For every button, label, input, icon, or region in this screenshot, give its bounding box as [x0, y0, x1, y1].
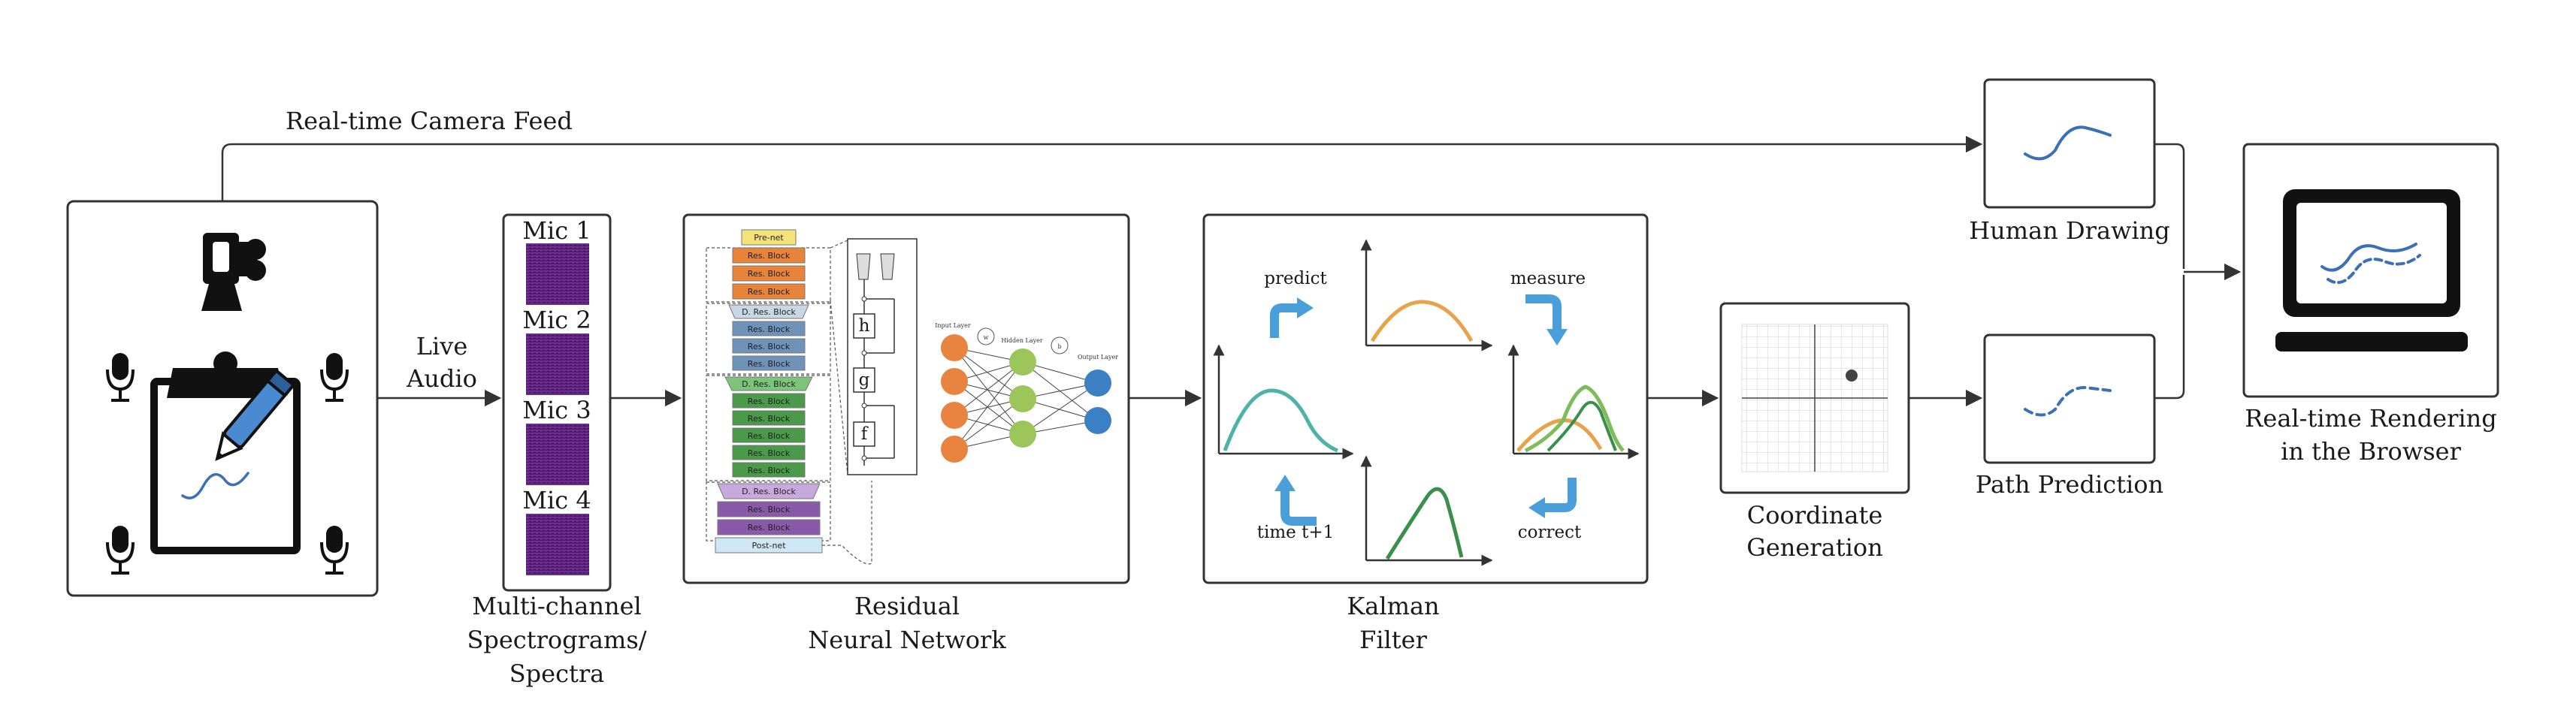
kalman-caption-1: Kalman	[1347, 592, 1439, 620]
kalman-predict-plot	[1360, 239, 1493, 351]
resnet-caption-2: Neural Network	[808, 626, 1006, 654]
res-block-label: Res. Block	[748, 414, 791, 424]
measure-label: measure	[1510, 269, 1586, 288]
res-block-label: Res. Block	[748, 287, 791, 297]
coordinate-point	[1846, 370, 1858, 382]
input-layer-label: Input Layer	[935, 322, 971, 329]
res-block-label: Res. Block	[748, 251, 791, 261]
spectrogram-panel: Mic 1 Mic 2 Mic 3 Mic 4 Multi-channel Sp…	[467, 213, 647, 688]
res-block-label: Res. Block	[748, 359, 791, 369]
kalman-prior-plot	[1213, 344, 1354, 460]
post-net-label: Post-net	[751, 541, 786, 551]
rendering-caption-2: in the Browser	[2281, 437, 2461, 466]
human-drawing-label: Human Drawing	[1969, 216, 2169, 245]
path-prediction-label: Path Prediction	[1976, 470, 2163, 499]
spectrogram-caption-3: Spectra	[509, 659, 605, 688]
neural-network-illustration: Input Layer Hidden Layer Output Layer w …	[935, 322, 1118, 463]
output-layer-label: Output Layer	[1078, 354, 1118, 361]
g-function-label: g	[859, 370, 870, 390]
microphone-icon	[106, 526, 135, 575]
spectrogram-1	[526, 243, 589, 305]
spectrogram-3	[526, 424, 589, 485]
resnet-caption-1: Residual	[854, 592, 960, 620]
weight-label: w	[984, 334, 989, 341]
spectrogram-caption-1: Multi-channel	[472, 592, 642, 620]
d-res-block-label: D. Res. Block	[742, 379, 796, 389]
live-audio-label-1: Live	[416, 332, 468, 361]
spectrogram-2	[526, 333, 589, 395]
kalman-panel: predict measure correct time t+1 Kalman …	[1202, 213, 1649, 654]
res-block-label: Res. Block	[748, 431, 791, 441]
res-block-label: Res. Block	[748, 397, 791, 406]
measure-arrow-icon	[1525, 294, 1568, 345]
h-function-label: h	[859, 316, 870, 336]
predict-arrow-icon	[1270, 297, 1314, 338]
microphone-icon	[106, 353, 135, 402]
coordinate-panel: Coordinate Generation	[1719, 302, 1910, 562]
kalman-update-plot	[1507, 344, 1640, 460]
pre-net-label: Pre-net	[754, 233, 784, 243]
res-block-label: Res. Block	[748, 324, 791, 334]
res-block-label: Res. Block	[748, 466, 791, 475]
mic-2-label: Mic 2	[522, 306, 591, 334]
rendering-caption-1: Real-time Rendering	[2245, 404, 2496, 433]
spectrogram-caption-2: Spectrograms/	[467, 626, 646, 654]
merge-connector	[2154, 143, 2242, 400]
d-res-block-label: D. Res. Block	[742, 487, 796, 496]
res-block-label: Res. Block	[748, 342, 791, 351]
res-block-label: Res. Block	[748, 505, 791, 514]
resnet-panel: Pre-net Res. Block Res. Block Res. Block…	[682, 213, 1130, 654]
live-audio-connector: Live Audio	[377, 332, 502, 407]
coordinate-caption-1: Coordinate	[1747, 501, 1883, 529]
res-block-label: Res. Block	[748, 269, 791, 279]
res-block-label: Res. Block	[748, 523, 791, 532]
time-step-label: time t+1	[1257, 523, 1334, 542]
res-block-label: Res. Block	[748, 448, 791, 458]
microphone-icon	[320, 526, 349, 575]
camera-feed-label: Real-time Camera Feed	[286, 107, 573, 135]
recording-station	[66, 200, 379, 597]
bias-label: b	[1057, 343, 1061, 350]
hidden-layer-label: Hidden Layer	[1001, 337, 1043, 344]
correct-arrow-icon	[1528, 478, 1577, 518]
correct-label: correct	[1518, 523, 1582, 542]
green-res-blocks: Res. Block Res. Block Res. Block Res. Bl…	[732, 393, 806, 478]
coordinate-caption-2: Generation	[1746, 533, 1882, 562]
residual-block-detail: h g f	[830, 238, 918, 475]
kalman-caption-2: Filter	[1359, 626, 1427, 654]
pen-icon	[215, 368, 296, 461]
live-audio-label-2: Audio	[406, 364, 477, 393]
browser-rendering-panel: Real-time Rendering in the Browser	[2242, 143, 2499, 466]
f-function-label: f	[861, 424, 869, 444]
camera-icon	[201, 233, 266, 311]
orange-res-blocks: Res. Block Res. Block Res. Block	[732, 247, 806, 300]
path-prediction-panel: Path Prediction	[1976, 333, 2163, 499]
kalman-correct-plot	[1360, 455, 1493, 566]
spectrogram-4	[526, 514, 589, 575]
predict-label: predict	[1264, 269, 1327, 288]
microphone-icon	[320, 353, 349, 402]
mic-4-label: Mic 4	[522, 486, 591, 514]
human-drawing-panel: Human Drawing	[1969, 78, 2170, 245]
blue-res-blocks: Res. Block Res. Block Res. Block	[732, 321, 806, 371]
time-step-arrow-icon	[1274, 475, 1317, 526]
laptop-icon	[2275, 189, 2468, 351]
mic-1-label: Mic 1	[522, 216, 591, 245]
camera-feed-connector: Real-time Camera Feed	[221, 107, 1983, 201]
mic-3-label: Mic 3	[522, 396, 591, 424]
purple-res-blocks: Res. Block Res. Block	[717, 501, 821, 535]
d-res-block-label: D. Res. Block	[742, 307, 796, 317]
